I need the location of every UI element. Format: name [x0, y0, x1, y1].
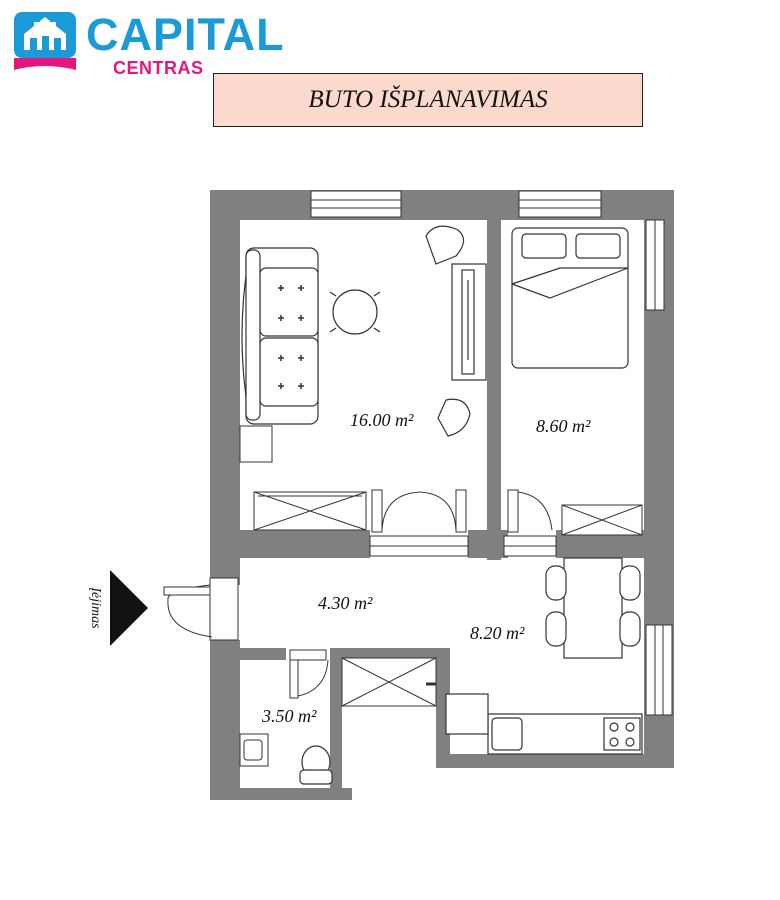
brand-name: CAPITAL	[86, 9, 285, 60]
kitchen-area: 8.20 m²	[470, 623, 525, 643]
armchair-icon	[425, 225, 471, 437]
round-table-icon	[329, 289, 381, 335]
shower-icon	[341, 657, 437, 707]
kitchen-counter-icon	[445, 693, 643, 755]
tv-unit-icon	[451, 263, 487, 381]
bedroom-door-icon	[503, 489, 557, 557]
brand-logo: CAPITAL CENTRAS	[14, 9, 285, 78]
bedroom-area: 8.60 m²	[536, 416, 591, 436]
entrance-label: Įėjimas	[88, 586, 103, 629]
wardrobe-icon	[253, 491, 367, 531]
hall-area: 4.30 m²	[318, 593, 373, 613]
side-table-icon	[239, 425, 273, 463]
sofa-icon	[241, 247, 319, 425]
brand-subtitle: CENTRAS	[113, 58, 204, 78]
windows	[310, 190, 673, 716]
double-door-icon	[369, 489, 469, 557]
sink-icon	[239, 733, 269, 767]
living-room-area: 16.00 m²	[350, 410, 414, 430]
entrance-arrow-icon	[110, 570, 148, 646]
house-icon	[14, 12, 76, 70]
toilet-icon	[299, 745, 333, 785]
bedroom-wardrobe-icon	[561, 504, 643, 536]
sofa-buttons	[278, 285, 304, 389]
plan-title: BUTO IŠPLANAVIMAS	[308, 86, 548, 113]
bed-icon	[511, 227, 629, 369]
dining-table-icon	[545, 557, 641, 659]
bathroom-area: 3.50 m²	[261, 706, 317, 726]
plan-title-box: BUTO IŠPLANAVIMAS	[213, 73, 643, 127]
bathroom-door-icon	[289, 649, 329, 699]
entrance-door	[163, 577, 239, 641]
